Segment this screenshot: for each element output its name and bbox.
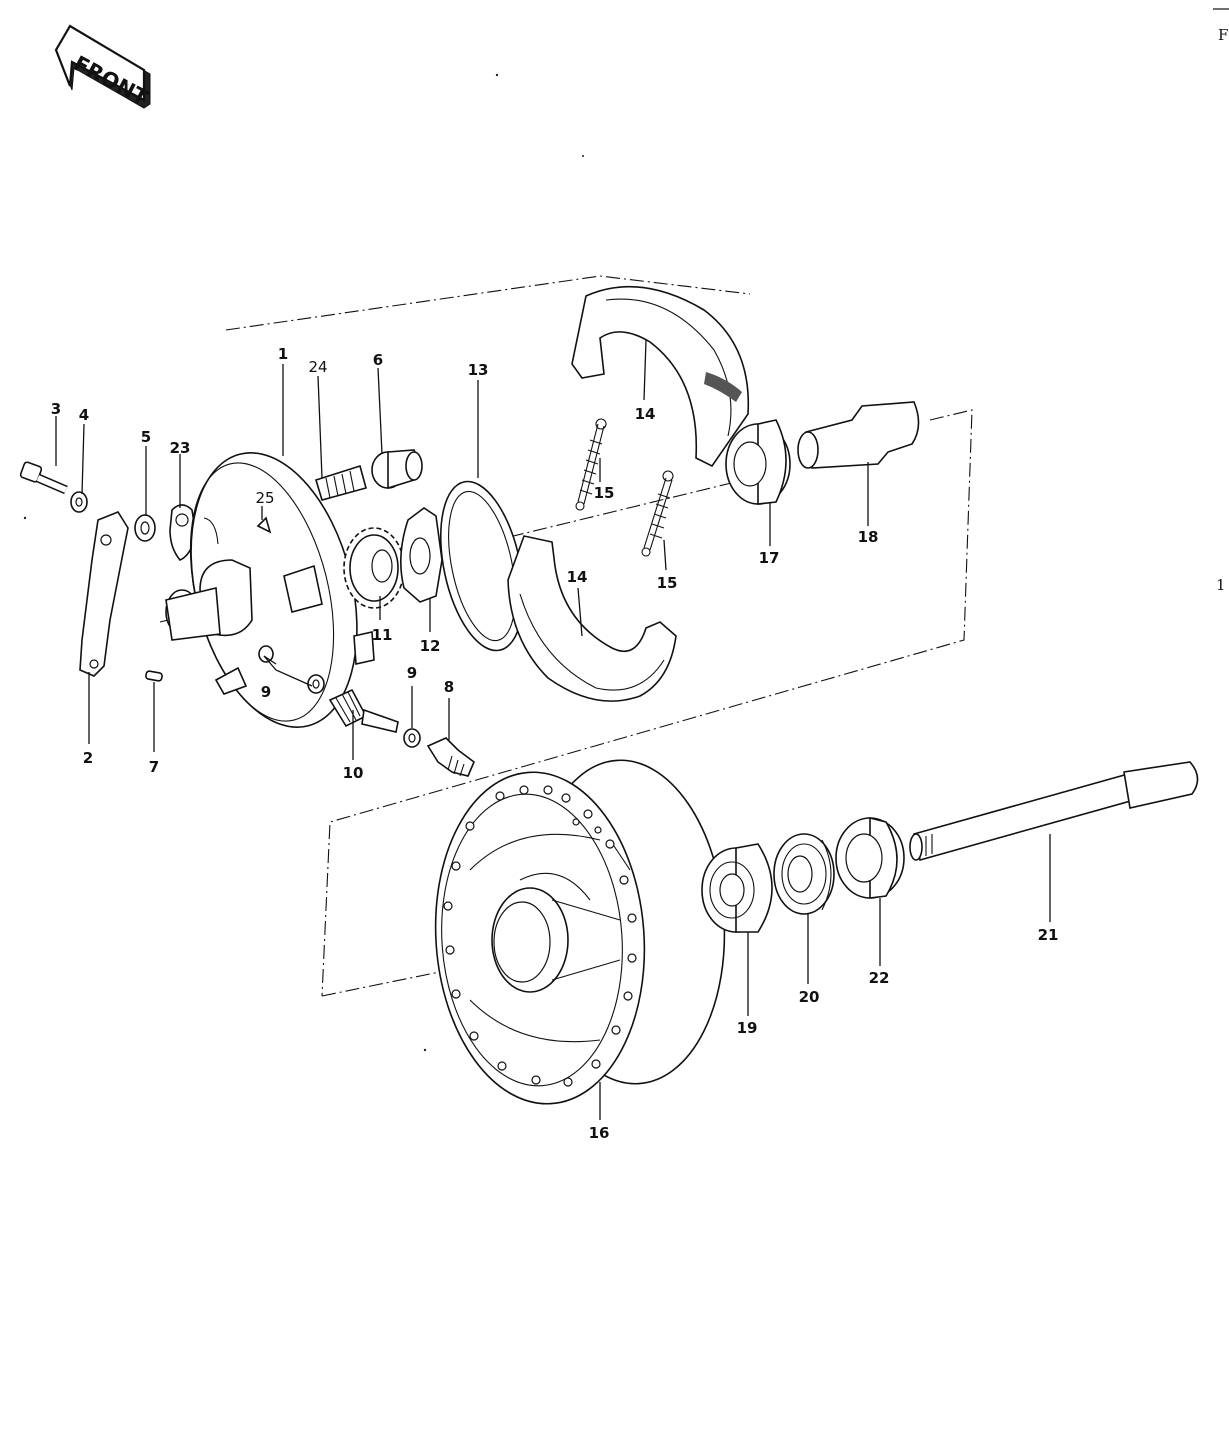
- oil-seal-part: [773, 833, 835, 915]
- spacer-part: [797, 401, 920, 469]
- callout-19: 19: [737, 1019, 758, 1037]
- brake-shoe-upper-part: [571, 285, 750, 468]
- callout-5: 5: [141, 428, 151, 446]
- fitting-part: [426, 737, 475, 777]
- callout-1: 1: [278, 345, 288, 363]
- callout-10: 10: [343, 764, 364, 782]
- callout-3: 3: [51, 400, 61, 418]
- washer-part: [70, 491, 88, 513]
- leader-lines: [55, 339, 1051, 1120]
- washer-part-2: [134, 514, 156, 542]
- clip-part: [256, 516, 272, 534]
- callout-22: 22: [869, 969, 890, 987]
- callout-25: 25: [255, 489, 274, 507]
- collar-part-2: [835, 816, 905, 899]
- callout-4: 4: [79, 406, 89, 424]
- collar-part: [725, 419, 791, 505]
- cam-lever-part: [79, 511, 129, 677]
- callout-9-left: 9: [261, 683, 271, 701]
- callout-6: 6: [373, 351, 383, 369]
- callout-18: 18: [858, 528, 879, 546]
- callout-23: 23: [170, 439, 191, 457]
- hub-part: [434, 759, 726, 1105]
- callout-13: 13: [468, 361, 489, 379]
- spring-part-2: [641, 470, 674, 557]
- callout-16: 16: [589, 1124, 610, 1142]
- callout-7: 7: [149, 758, 159, 776]
- callout-20: 20: [799, 988, 820, 1006]
- bearing-part-1: [701, 843, 773, 933]
- assembly-boundary-lines: [225, 275, 973, 997]
- scan-specks: [23, 73, 584, 1052]
- callout-17: 17: [759, 549, 780, 567]
- bolt-part: [19, 461, 68, 495]
- callout-14-upper: 14: [635, 405, 656, 423]
- callout-11: 11: [372, 626, 393, 644]
- axle-part: [909, 761, 1199, 861]
- washer-part-3: [403, 728, 421, 748]
- callout-8: 8: [444, 678, 454, 696]
- callout-21: 21: [1038, 926, 1059, 944]
- callout-24: 24: [308, 358, 327, 376]
- edge-fragment-top-right: F: [1218, 26, 1228, 44]
- bushing-part: [371, 449, 423, 490]
- pin-part: [145, 670, 163, 682]
- callout-14-lower: 14: [567, 568, 588, 586]
- spring-part-1: [575, 418, 607, 511]
- retainer-part: [400, 507, 443, 603]
- indicator-plate-part: [169, 504, 197, 561]
- callout-9-right: 9: [407, 664, 417, 682]
- front-direction-badge: FRONT: [54, 24, 152, 110]
- callout-15-upper: 15: [594, 484, 615, 502]
- brake-panel-part: [165, 452, 375, 728]
- pinion-part: [315, 464, 367, 501]
- speedometer-pinion-part: [328, 688, 399, 733]
- callout-12: 12: [420, 637, 441, 655]
- speedometer-gear-part: [343, 527, 405, 609]
- callout-2: 2: [83, 749, 93, 767]
- callout-15-lower: 15: [657, 574, 678, 592]
- edge-fragment-right: 1: [1216, 576, 1226, 594]
- callout-labels: 1 2 3 4 5 6 7 8 9 9 10 11 12 13 14 14 15…: [51, 345, 1059, 1142]
- brake-shoe-lower-part: [507, 535, 677, 702]
